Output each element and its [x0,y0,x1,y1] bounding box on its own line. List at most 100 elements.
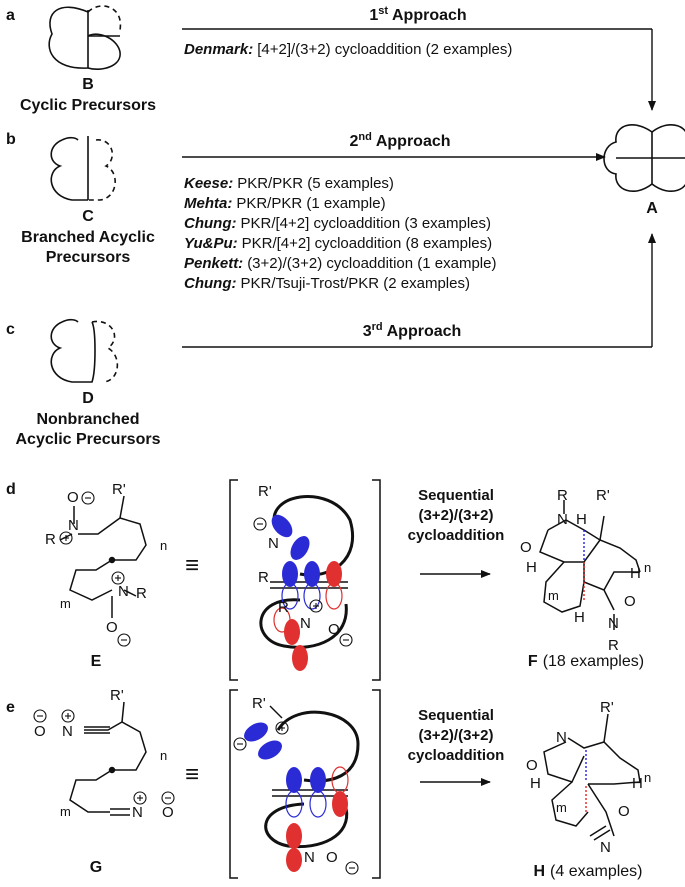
panel-b: b C Branched Acyclic Precursors [6,131,155,266]
index-m: m [60,804,71,819]
atom-n: N [68,517,79,534]
molecule-e [59,495,147,618]
atom-n: N [608,615,619,632]
compound-label-a: A [646,200,658,217]
atom-h: H [630,565,641,582]
transition-state-e: R' N O [229,689,381,879]
atom-o: O [67,489,79,506]
atom-h: H [530,775,541,792]
panel-letter-d: d [6,481,16,498]
approach-1-item-0: Denmark:[4+2]/(3+2) cycloaddition (2 exa… [184,41,512,58]
svg-text:(3+2)/(3+2): (3+2)/(3+2) [418,507,493,524]
atom-o: O [34,723,46,740]
atom-o: O [618,803,630,820]
atom-r: R [258,569,269,586]
index-m: m [556,800,567,815]
atom-r-prime: R' [600,699,614,716]
molecule-g [69,701,147,816]
molecule-h [543,713,641,841]
compound-label-c: C [82,208,94,225]
panel-b-description-line2: Precursors [46,249,131,266]
atom-r-prime: R' [110,687,124,704]
atom-o: O [624,593,636,610]
charges-e [59,491,131,647]
approach-2-item-4: Penkett:(3+2)/(3+2) cycloaddition (1 exa… [184,255,496,272]
compound-label-e: E [91,653,102,670]
atom-h: H [576,511,587,528]
branched-precursor-c-shape [50,136,116,201]
compound-label-g: G [90,859,102,876]
panel-a-description: Cyclic Precursors [20,97,156,114]
atom-n: N [304,849,315,866]
atom-o: O [520,539,532,556]
atom-r-prime: R' [596,487,610,504]
svg-text:(3+2)/(3+2): (3+2)/(3+2) [418,727,493,744]
approach-2-item-0: Keese:PKR/PKR (5 examples) [184,175,394,192]
atom-h: H [632,775,643,792]
atom-o: O [162,804,174,821]
atom-o: O [326,849,338,866]
charges-g [33,709,175,805]
panel-c-description-line1: Nonbranched [36,411,139,428]
compound-label-b: B [82,76,94,93]
index-n: n [160,748,167,763]
panel-c: c D Nonbranched Acyclic Precursors [6,318,161,448]
panel-letter-a: a [6,7,15,24]
atom-r: R [278,599,289,616]
atom-r: R [45,531,56,548]
atom-r-prime: R' [258,483,272,500]
panel-d: d O N R R' n m N R O E ≡ [6,479,651,681]
atom-h: H [526,559,537,576]
approach-2-item-3: Yu&Pu:PKR/[4+2] cycloaddition (8 example… [184,235,492,252]
approach-2-item-2: Chung:PKR/[4+2] cycloaddition (3 example… [184,215,491,232]
svg-text:Sequential: Sequential [418,707,494,724]
target-a-shape [603,123,685,193]
product-f-caption: F(18 examples) [528,653,644,670]
atom-n: N [118,583,129,600]
panel-letter-c: c [6,321,15,338]
atom-n: N [557,511,568,528]
approach-2-item-5: Chung:PKR/Tsuji-Trost/PKR (2 examples) [184,275,470,292]
svg-text:cycloaddition: cycloaddition [408,527,505,544]
atom-r-prime: R' [112,481,126,498]
index-n: n [644,770,651,785]
molecule-f [539,500,641,630]
svg-text:Sequential: Sequential [418,487,494,504]
atom-h: H [574,609,585,626]
reaction-arrow-d: Sequential (3+2)/(3+2) cycloaddition [408,487,505,578]
atom-n: N [300,615,311,632]
atom-r: R [136,585,147,602]
atom-r: R [557,487,568,504]
panel-e: e O N R' n m N O G ≡ [6,687,651,880]
svg-text:cycloaddition: cycloaddition [408,747,505,764]
transition-state-d: R' N R R N O [229,479,381,681]
index-m: m [60,596,71,611]
equivalence-sign: ≡ [185,761,199,788]
nonbranched-precursor-d-shape [50,318,119,383]
panel-c-description-line2: Acyclic Precursors [16,431,161,448]
panel-letter-e: e [6,699,15,716]
atom-n: N [62,723,73,740]
equivalence-sign: ≡ [185,552,199,579]
target-a: A [603,123,685,217]
reaction-arrow-e: Sequential (3+2)/(3+2) cycloaddition [408,707,505,786]
panel-a: a B Cyclic Precursors [6,5,156,114]
index-n: n [160,538,167,553]
approach-2-item-1: Mehta:PKR/PKR (1 example) [184,195,386,212]
compound-label-d: D [82,390,94,407]
cyclic-precursor-b-shape [48,5,122,70]
atom-n: N [268,535,279,552]
atom-o: O [526,757,538,774]
index-n: n [644,560,651,575]
panel-b-description-line1: Branched Acyclic [21,229,155,246]
product-h-caption: H(4 examples) [533,863,642,880]
panel-letter-b: b [6,131,16,148]
atom-o: O [328,621,340,638]
